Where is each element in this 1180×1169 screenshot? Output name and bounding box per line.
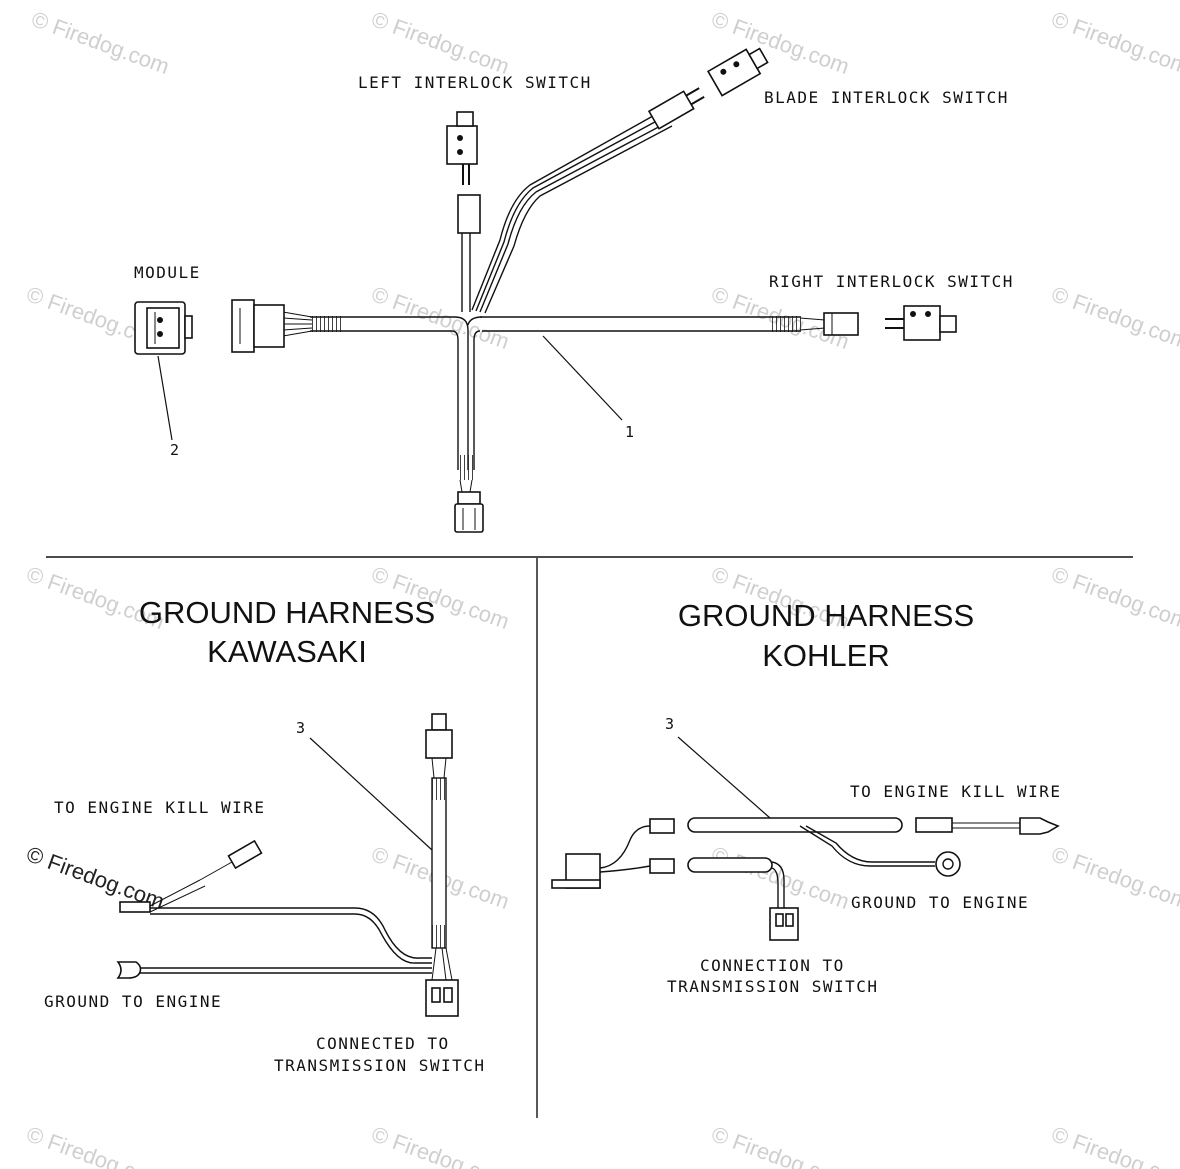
main-harness — [134, 47, 957, 533]
watermark: © Firedog.com — [708, 1121, 852, 1169]
callout-3-kohler: 3 — [665, 715, 674, 733]
module-label: MODULE — [134, 263, 201, 282]
watermark: © Firedog.com — [1048, 561, 1180, 634]
kawasaki-title-line2: KAWASAKI — [207, 634, 367, 669]
right-interlock-label: RIGHT INTERLOCK SWITCH — [769, 272, 1014, 291]
kawasaki-harness — [116, 713, 459, 1017]
kohler-harness — [551, 736, 1060, 941]
watermark: © Firedog.com — [28, 6, 172, 79]
watermark: © Firedog.com — [1048, 281, 1180, 354]
left-interlock-label: LEFT INTERLOCK SWITCH — [358, 73, 592, 92]
kohler-title-line1: GROUND HARNESS — [678, 598, 974, 633]
kawasaki-ground-label: GROUND TO ENGINE — [44, 992, 222, 1011]
watermark: © Firedog.com — [368, 1121, 512, 1169]
watermark: © Firedog.com — [1048, 6, 1180, 79]
right-interlock-switch-part — [823, 305, 957, 341]
watermark: © Firedog.com — [1048, 1121, 1180, 1169]
kawasaki-connected-line2: TRANSMISSION SWITCH — [274, 1056, 486, 1075]
callout-2: 2 — [170, 441, 179, 459]
callout-1: 1 — [625, 423, 634, 441]
kohler-ground-label: GROUND TO ENGINE — [851, 893, 1029, 912]
watermark: © Firedog.com — [1048, 841, 1180, 914]
blade-interlock-switch-part — [647, 47, 769, 130]
callout-3-kawasaki: 3 — [296, 719, 305, 737]
kohler-connection-line2: TRANSMISSION SWITCH — [667, 977, 879, 996]
watermark: © Firedog.com — [708, 841, 852, 914]
kohler-connection-line1: CONNECTION TO — [700, 956, 845, 975]
kawasaki-connected-line1: CONNECTED TO — [316, 1034, 450, 1053]
blade-interlock-label: BLADE INTERLOCK SWITCH — [764, 88, 1009, 107]
module-part — [134, 301, 193, 355]
watermark: © Firedog.com — [368, 6, 512, 79]
main-connector-left — [231, 299, 255, 353]
kohler-kill-wire-label: TO ENGINE KILL WIRE — [850, 782, 1062, 801]
watermark: © Firedog.com — [23, 1121, 167, 1169]
bottom-connector-part — [454, 491, 484, 533]
kawasaki-kill-wire-label: TO ENGINE KILL WIRE — [54, 798, 266, 817]
kawasaki-title-line1: GROUND HARNESS — [139, 595, 435, 630]
kohler-title-line2: KOHLER — [762, 638, 889, 673]
left-interlock-switch-part — [446, 111, 481, 234]
